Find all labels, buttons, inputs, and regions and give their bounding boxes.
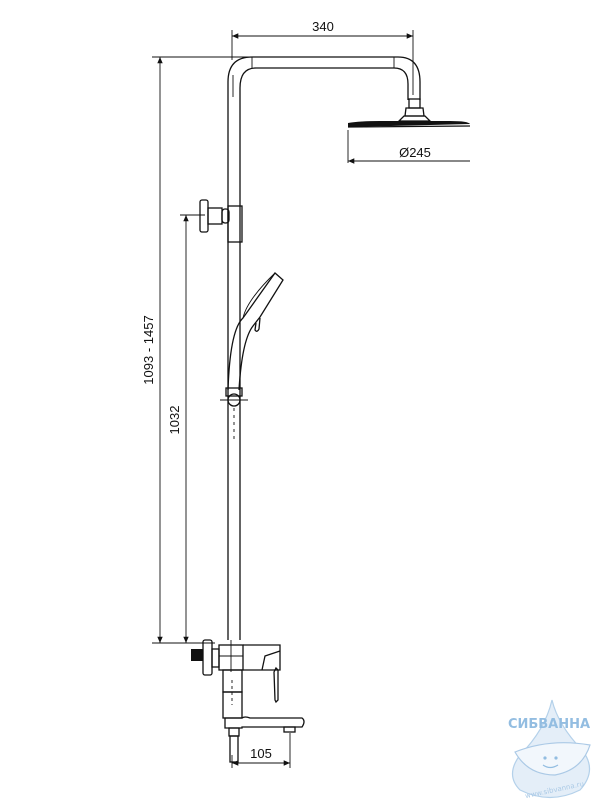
dimension-label: 1093 - 1457 xyxy=(141,315,156,384)
wall-bracket xyxy=(199,199,243,243)
dimension-label: Ø245 xyxy=(399,145,431,160)
shower-head xyxy=(347,98,471,128)
dimension-label: 1032 xyxy=(167,406,182,435)
mixer xyxy=(191,639,281,719)
dimension-label: 105 xyxy=(250,746,272,761)
riser-pipe xyxy=(227,56,421,640)
dimension-label: 340 xyxy=(312,19,334,34)
dimension-height-range: 1093 - 1457 xyxy=(141,56,275,644)
watermark-logo: СИБВАННА www.sibvanna.ru xyxy=(508,699,591,800)
slider xyxy=(220,387,248,440)
dimension-bracket-height: 1032 xyxy=(167,214,205,643)
hand-shower xyxy=(227,272,284,391)
dimension-arm-length: 340 xyxy=(231,19,414,95)
dimension-spout-length: 105 xyxy=(231,733,291,768)
dimension-head-diameter: Ø245 xyxy=(347,130,470,164)
watermark-brand: СИБВАННА xyxy=(508,717,590,732)
